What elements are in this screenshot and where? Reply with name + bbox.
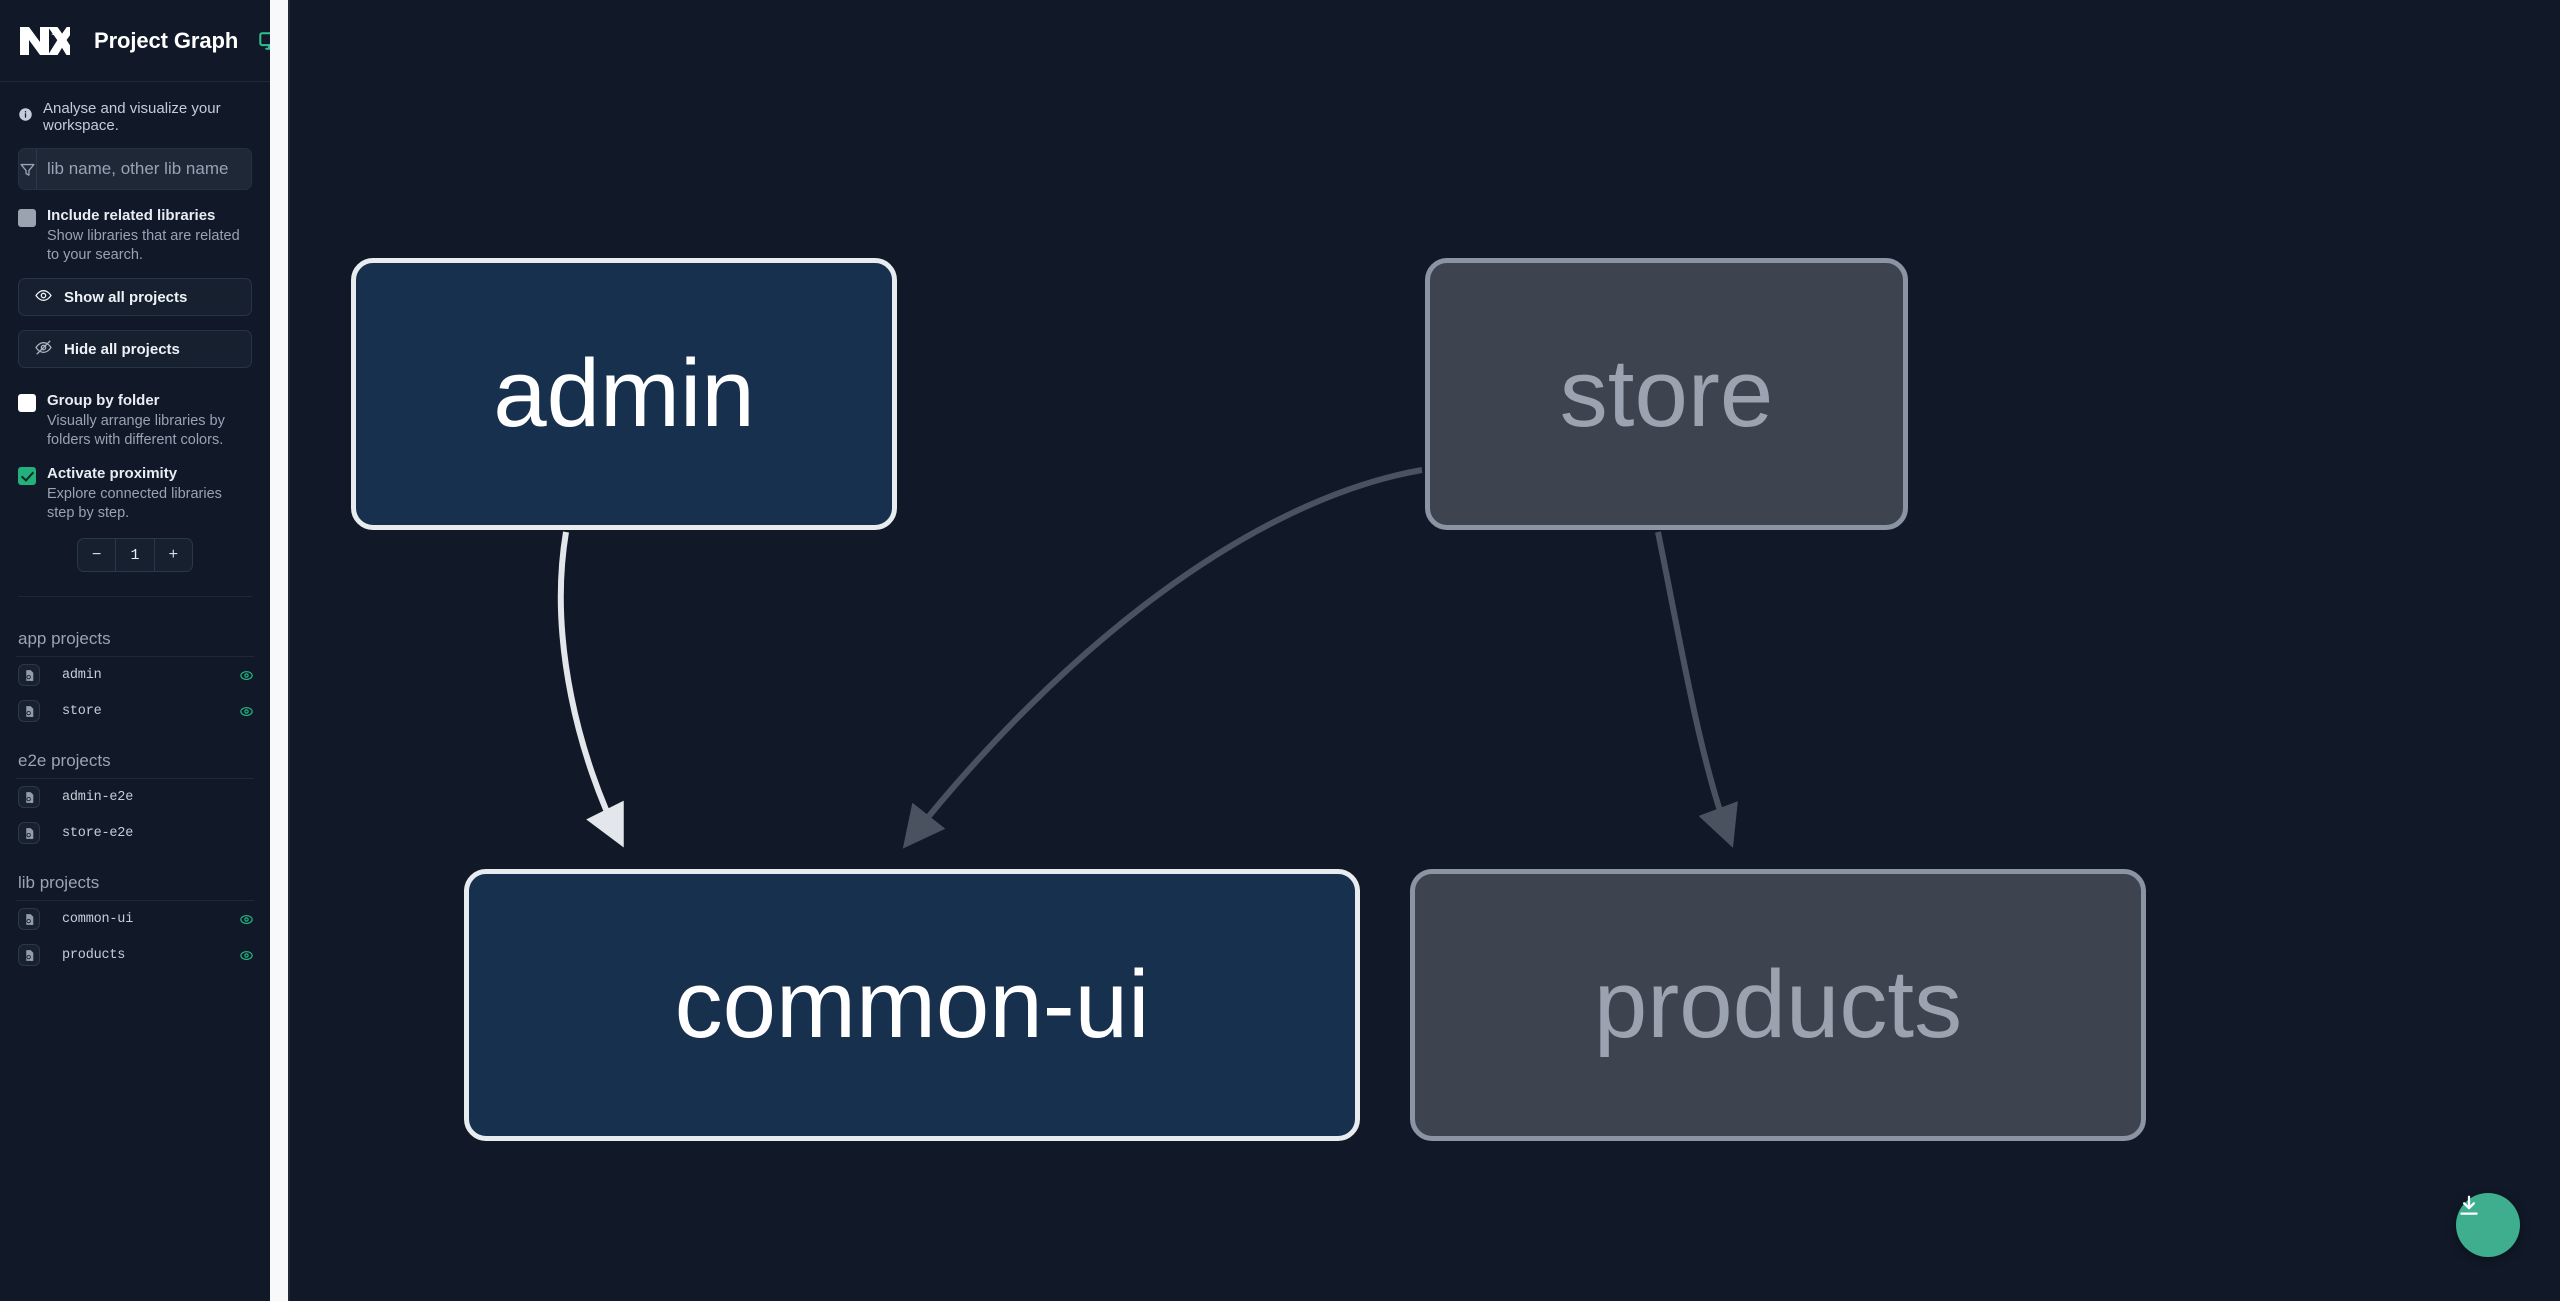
show-all-projects-label: Show all projects	[64, 288, 188, 306]
option-activate-proximity[interactable]: Activate proximity Explore connected lib…	[18, 465, 252, 522]
show-all-projects-button[interactable]: Show all projects	[18, 278, 252, 316]
graph-node-products[interactable]: products	[1410, 869, 2146, 1141]
project-file-icon	[18, 822, 40, 844]
project-group-app: app projects admin store	[0, 629, 270, 729]
group-by-folder-label: Group by folder	[47, 392, 160, 409]
include-related-label: Include related libraries	[47, 207, 216, 224]
sidebar-header: Project Graph	[0, 0, 279, 82]
project-visibility-eye-icon[interactable]	[239, 948, 254, 963]
project-group-title: e2e projects	[18, 751, 111, 770]
include-related-description: Show libraries that are related to your …	[47, 228, 240, 263]
project-group-title: lib projects	[18, 873, 100, 892]
project-item-label: admin	[62, 667, 102, 683]
search-bar[interactable]	[18, 148, 252, 190]
project-item-label: store-e2e	[62, 825, 134, 841]
group-by-folder-description: Visually arrange libraries by folders wi…	[47, 413, 225, 448]
graph-node-label: admin	[493, 340, 755, 447]
project-visibility-eye-icon[interactable]	[239, 912, 254, 927]
project-list-item[interactable]: common-ui	[16, 901, 254, 937]
activate-proximity-label: Activate proximity	[47, 465, 178, 482]
project-file-icon	[18, 786, 40, 808]
project-item-label: admin-e2e	[62, 789, 134, 805]
option-group-by-folder[interactable]: Group by folder Visually arrange librari…	[18, 392, 252, 449]
search-input[interactable]	[37, 149, 251, 189]
edge-store-common-ui	[902, 467, 1423, 849]
graph-node-label: store	[1559, 340, 1774, 447]
project-file-icon	[18, 700, 40, 722]
project-file-icon	[18, 944, 40, 966]
option-include-related[interactable]: Include related libraries Show libraries…	[18, 207, 252, 264]
edge-store-products	[1655, 531, 1738, 848]
project-group-title: app projects	[18, 629, 111, 648]
project-visibility-eye-icon[interactable]	[239, 704, 254, 719]
sidebar-controls: Include related libraries Show libraries…	[0, 148, 270, 607]
graph-node-store[interactable]: store	[1425, 258, 1908, 530]
project-group-rule	[16, 778, 254, 779]
nx-logo-icon	[18, 21, 76, 61]
graph-node-label: common-ui	[674, 951, 1150, 1058]
proximity-stepper[interactable]: − 1 +	[77, 538, 193, 572]
project-list-item[interactable]: store	[16, 693, 254, 729]
project-item-label: store	[62, 703, 102, 719]
graph-node-admin[interactable]: admin	[351, 258, 897, 530]
project-group-lib: lib projects common-ui products	[0, 873, 270, 973]
hide-all-projects-button[interactable]: Hide all projects	[18, 330, 252, 368]
download-graph-button[interactable]	[2456, 1193, 2520, 1257]
project-groups: app projects admin store e2e projects ad…	[0, 607, 270, 973]
proximity-value: 1	[115, 539, 153, 571]
graph-edges	[557, 467, 1738, 849]
group-by-folder-checkbox[interactable]	[18, 394, 36, 412]
graph-canvas[interactable]: admin store common-ui products	[290, 0, 2560, 1301]
info-icon	[18, 107, 33, 127]
download-icon	[2460, 1195, 2478, 1215]
project-group-e2e: e2e projects admin-e2e store-e2e	[0, 751, 270, 851]
graph-node-label: products	[1593, 951, 1963, 1058]
graph-node-common-ui[interactable]: common-ui	[464, 869, 1360, 1141]
proximity-decrement-button[interactable]: −	[91, 546, 102, 563]
project-group-rule	[16, 656, 254, 657]
project-group-rule	[16, 900, 254, 901]
edge-admin-common-ui	[557, 531, 624, 848]
activate-proximity-checkbox[interactable]	[18, 467, 36, 485]
eye-off-icon	[35, 339, 52, 360]
project-item-label: common-ui	[62, 911, 134, 927]
tagline: Analyse and visualize your workspace.	[0, 82, 270, 148]
tagline-text: Analyse and visualize your workspace.	[43, 100, 221, 134]
project-visibility-eye-icon[interactable]	[239, 668, 254, 683]
project-list-item[interactable]: admin-e2e	[16, 779, 254, 815]
eye-icon	[35, 287, 52, 308]
project-list-item[interactable]: admin	[16, 657, 254, 693]
project-file-icon	[18, 664, 40, 686]
sidebar: Project Graph Analyse and visualize your…	[0, 0, 279, 1301]
sidebar-edge	[288, 0, 290, 1301]
sidebar-scrollbar[interactable]	[270, 0, 288, 1301]
project-item-label: products	[62, 947, 126, 963]
project-list-item[interactable]: products	[16, 937, 254, 973]
filter-funnel-icon	[19, 149, 37, 189]
proximity-increment-button[interactable]: +	[153, 539, 192, 571]
project-list-item[interactable]: store-e2e	[16, 815, 254, 851]
activate-proximity-description: Explore connected libraries step by step…	[47, 486, 222, 521]
project-file-icon	[18, 908, 40, 930]
include-related-checkbox[interactable]	[18, 209, 36, 227]
hide-all-projects-label: Hide all projects	[64, 340, 180, 358]
sidebar-divider	[18, 596, 252, 597]
page-title: Project Graph	[94, 27, 239, 53]
